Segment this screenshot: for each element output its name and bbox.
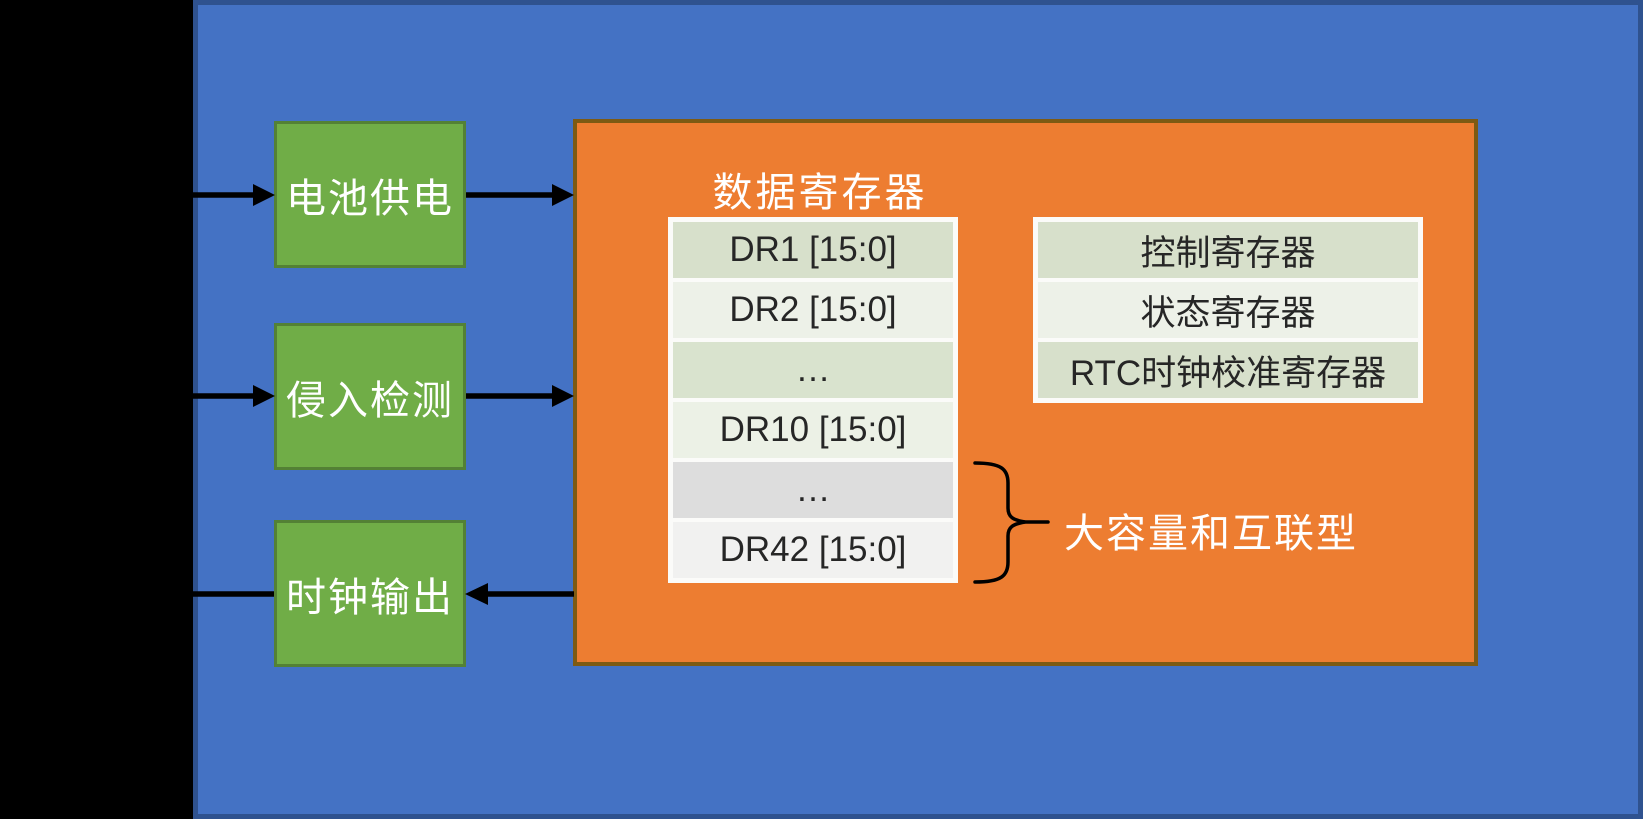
brace-icon bbox=[973, 461, 1050, 584]
clock-output-label: 时钟输出 bbox=[286, 575, 454, 620]
tamper-detect-label: 侵入检测 bbox=[286, 378, 454, 423]
table-row-status-register: 状态寄存器 bbox=[1038, 282, 1418, 338]
battery-supply-label: 电池供电 bbox=[286, 176, 454, 221]
table-row-ellipsis-1: … bbox=[673, 342, 953, 398]
table-row-ellipsis-2: … bbox=[673, 462, 953, 518]
clock-output-box: 时钟输出 bbox=[274, 520, 466, 667]
battery-supply-box: 电池供电 bbox=[274, 121, 466, 268]
table-row-dr2: DR2 [15:0] bbox=[673, 282, 953, 338]
table-row-dr42: DR42 [15:0] bbox=[673, 522, 953, 578]
tamper-detect-box: 侵入检测 bbox=[274, 323, 466, 470]
table-row-rtc-calibration-register: RTC时钟校准寄存器 bbox=[1038, 342, 1418, 398]
table-row-dr1: DR1 [15:0] bbox=[673, 222, 953, 278]
data-register-table: DR1 [15:0] DR2 [15:0] … DR10 [15:0] … DR… bbox=[668, 217, 958, 583]
table-row-control-register: 控制寄存器 bbox=[1038, 222, 1418, 278]
table-row-dr10: DR10 [15:0] bbox=[673, 402, 953, 458]
high-density-connectivity-label: 大容量和互联型 bbox=[1064, 512, 1358, 556]
control-register-table: 控制寄存器 状态寄存器 RTC时钟校准寄存器 bbox=[1033, 217, 1423, 403]
data-registers-title: 数据寄存器 bbox=[712, 171, 928, 215]
